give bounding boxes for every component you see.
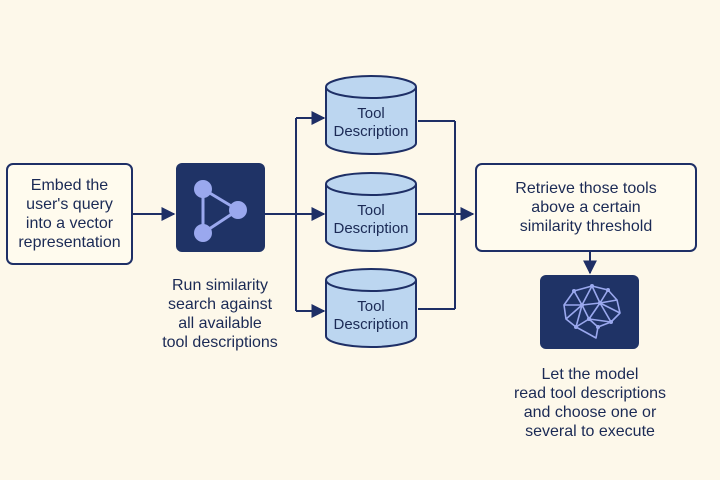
- database-label: Tool Description: [324, 105, 418, 141]
- similarity-search-tile: [176, 163, 265, 252]
- retrieve-tools-box: Retrieve those tools above a certain sim…: [475, 163, 697, 252]
- embed-query-line-3: into a vector: [25, 215, 114, 232]
- retrieve-line-1: Retrieve those tools: [515, 180, 657, 197]
- tool-description-database-middle: Tool Description: [324, 171, 418, 253]
- database-label: Tool Description: [324, 202, 418, 238]
- model-caption-line-4: several to execute: [525, 423, 655, 440]
- tool-description-database-top: Tool Description: [324, 74, 418, 156]
- database-top-line-1: Tool: [357, 105, 385, 122]
- database-label: Tool Description: [324, 298, 418, 334]
- similarity-search-caption: Run similarity search against all availa…: [140, 276, 300, 352]
- similarity-caption-line-3: all available: [178, 315, 262, 332]
- embed-query-line-2: user's query: [26, 196, 113, 213]
- embed-query-box: Embed the user's query into a vector rep…: [6, 163, 133, 265]
- database-middle-line-2: Description: [333, 220, 409, 237]
- database-bottom-line-1: Tool: [357, 298, 385, 315]
- brain-mesh-icon: [563, 284, 621, 339]
- embed-query-line-1: Embed the: [30, 177, 109, 194]
- model-caption-line-1: Let the model: [541, 366, 639, 383]
- retrieve-line-3: similarity threshold: [519, 218, 653, 235]
- graph-nodes-icon: [194, 180, 247, 242]
- model-caption-line-3: and choose one or: [523, 404, 657, 421]
- model-caption: Let the model read tool descriptions and…: [495, 365, 685, 441]
- database-top-line-2: Description: [333, 123, 409, 140]
- similarity-caption-line-4: tool descriptions: [162, 334, 278, 351]
- model-caption-line-2: read tool descriptions: [513, 385, 667, 402]
- database-icon: [325, 172, 417, 252]
- database-bottom-line-2: Description: [333, 316, 409, 333]
- similarity-caption-line-2: search against: [167, 296, 273, 313]
- database-icon: [325, 268, 417, 348]
- tool-description-database-bottom: Tool Description: [324, 267, 418, 349]
- model-tile: [540, 275, 639, 349]
- database-icon: [325, 75, 417, 155]
- database-middle-line-1: Tool: [357, 202, 385, 219]
- embed-query-line-4: representation: [18, 234, 121, 251]
- retrieve-line-2: above a certain: [531, 199, 641, 216]
- similarity-caption-line-1: Run similarity: [171, 277, 268, 294]
